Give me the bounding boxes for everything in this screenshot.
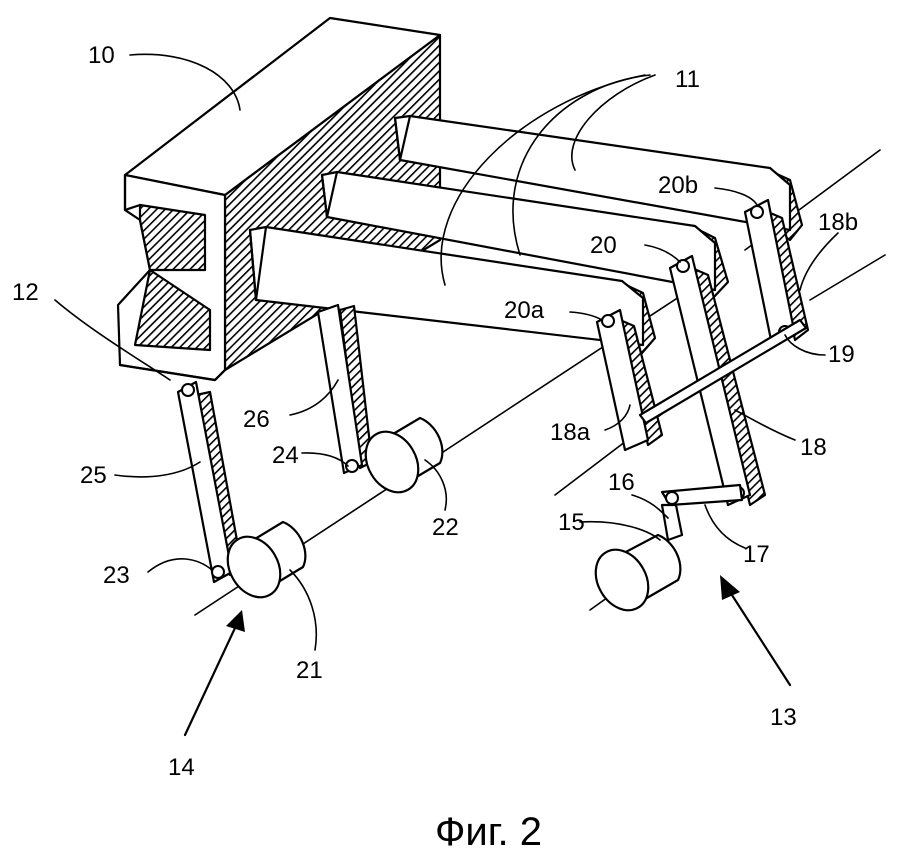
- label-18: 18: [800, 434, 827, 461]
- label-23: 23: [103, 562, 130, 589]
- label-17: 17: [743, 541, 770, 568]
- arrow-14: [183, 610, 245, 737]
- figure-caption: Фиг. 2: [435, 810, 542, 854]
- label-13: 13: [770, 704, 797, 731]
- label-20a: 20a: [504, 297, 545, 324]
- label-26: 26: [243, 406, 270, 433]
- motor-15: [594, 533, 682, 612]
- label-10: 10: [88, 42, 115, 69]
- reference-labels: 10 11 12 20b 18b 20 20a 19 18a 18 26 24 …: [12, 42, 858, 781]
- rod-19: [638, 318, 808, 425]
- bar-middle: [320, 170, 730, 300]
- label-14: 14: [168, 754, 195, 781]
- label-20: 20: [590, 232, 617, 259]
- arrow-13: [720, 575, 792, 687]
- label-20b: 20b: [658, 172, 698, 199]
- motor-22: [364, 416, 444, 494]
- label-18b: 18b: [818, 209, 858, 236]
- label-16: 16: [608, 469, 635, 496]
- link-25: [176, 380, 244, 584]
- crank-16-17: [660, 483, 744, 542]
- label-18a: 18a: [550, 419, 591, 446]
- label-15: 15: [558, 509, 585, 536]
- label-25: 25: [80, 462, 107, 489]
- link-26: [316, 303, 374, 475]
- label-21: 21: [296, 657, 323, 684]
- motor-21: [226, 520, 307, 599]
- leader-lines: [54, 53, 839, 651]
- label-24: 24: [272, 442, 299, 469]
- label-11: 11: [675, 66, 700, 93]
- label-19: 19: [828, 341, 855, 368]
- label-22: 22: [432, 514, 459, 541]
- label-12: 12: [12, 279, 39, 306]
